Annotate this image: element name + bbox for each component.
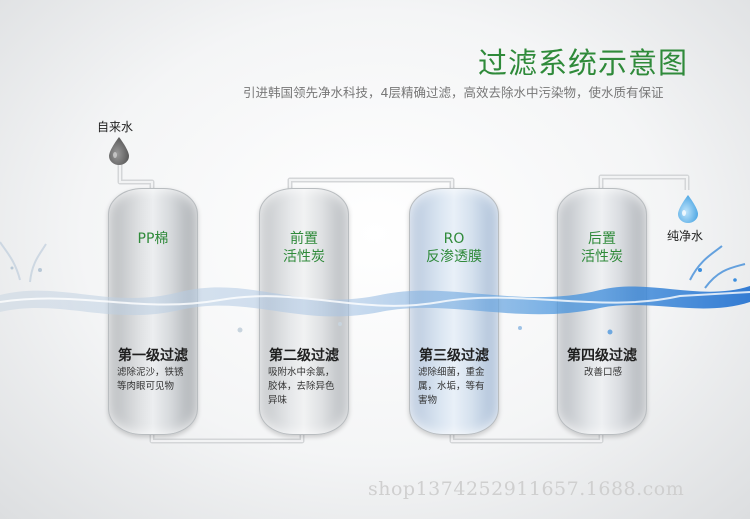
filter-description: 吸附水中余氯，胶体，去除异色异味 [268, 366, 342, 408]
watermark: shop1374252911657.1688.com [368, 478, 684, 500]
tap-water-drop-icon [106, 136, 132, 166]
filter-description: 滤除细菌，重金属，水垢，等有害物 [418, 366, 492, 408]
filter-description: 改善口感 [566, 366, 640, 380]
water-stream-illustration [0, 240, 750, 350]
pure-water-drop-icon [675, 194, 701, 224]
filter-description: 滤除泥沙，铁锈等肉眼可见物 [117, 366, 191, 394]
inlet-label: 自来水 [97, 118, 133, 135]
